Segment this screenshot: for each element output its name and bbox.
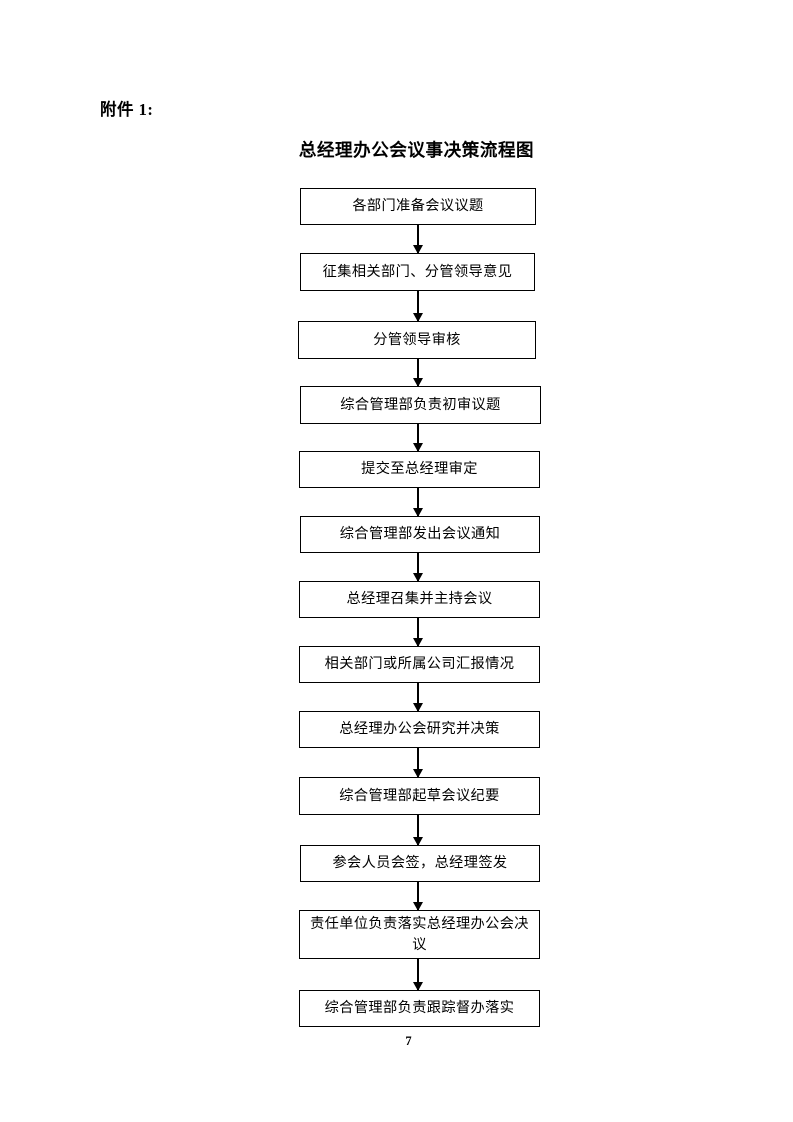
flow-node-7: 总经理召集并主持会议: [299, 581, 540, 618]
arrow-stem: [417, 959, 419, 990]
flow-node-label: 提交至总经理审定: [361, 461, 478, 478]
arrow-stem: [417, 882, 419, 910]
arrow-head-icon: [412, 703, 423, 712]
flow-node-label: 责任单位负责落实总经理办公会决议: [310, 915, 529, 953]
attachment-label: 附件 1:: [100, 100, 154, 119]
flow-node-label: 综合管理部发出会议通知: [339, 526, 501, 543]
arrow-stem: [417, 815, 419, 845]
flow-node-10: 综合管理部起草会议纪要: [299, 777, 540, 815]
arrow-head-icon: [412, 313, 423, 322]
flow-node-9: 总经理办公会研究并决策: [299, 711, 540, 748]
arrow-head-icon: [412, 902, 423, 911]
arrow-stem: [417, 553, 419, 581]
flow-node-label: 分管领导审核: [373, 331, 461, 348]
page-number: 7: [405, 1034, 412, 1048]
flow-node-label: 相关部门或所属公司汇报情况: [324, 656, 515, 673]
arrow-head-icon: [412, 982, 423, 991]
arrow-stem: [417, 683, 419, 711]
flow-node-label: 征集相关部门、分管领导意见: [322, 263, 513, 280]
arrow-stem: [417, 748, 419, 777]
flow-node-4: 综合管理部负责初审议题: [300, 386, 541, 424]
page-title: 总经理办公会议事决策流程图: [298, 140, 535, 160]
flow-node-label: 参会人员会签，总经理签发: [332, 855, 508, 872]
arrow-head-icon: [412, 245, 423, 254]
arrow-stem: [417, 424, 419, 451]
flow-node-11: 参会人员会签，总经理签发: [300, 845, 540, 882]
flow-node-6: 综合管理部发出会议通知: [300, 516, 540, 553]
flow-node-3: 分管领导审核: [298, 321, 536, 359]
flow-node-label: 综合管理部负责跟踪督办落实: [324, 1000, 515, 1017]
arrow-head-icon: [412, 573, 423, 582]
arrow-head-icon: [412, 769, 423, 778]
flow-node-13: 综合管理部负责跟踪督办落实: [299, 990, 540, 1027]
arrow-stem: [417, 225, 419, 253]
flow-node-label: 综合管理部负责初审议题: [340, 396, 501, 413]
flow-node-1: 各部门准备会议议题: [300, 188, 536, 225]
flow-node-label: 总经理办公会研究并决策: [339, 721, 500, 738]
arrow-stem: [417, 618, 419, 646]
flow-node-5: 提交至总经理审定: [299, 451, 540, 488]
flow-node-2: 征集相关部门、分管领导意见: [300, 253, 535, 291]
arrow-stem: [417, 488, 419, 516]
flow-node-label: 各部门准备会议议题: [352, 198, 484, 215]
flow-node-label: 总经理召集并主持会议: [346, 591, 493, 608]
flow-node-label: 综合管理部起草会议纪要: [339, 787, 500, 804]
arrow-stem: [417, 359, 419, 386]
arrow-head-icon: [412, 443, 423, 452]
arrow-stem: [417, 291, 419, 321]
arrow-head-icon: [412, 837, 423, 846]
flow-node-8: 相关部门或所属公司汇报情况: [299, 646, 540, 683]
flow-node-12: 责任单位负责落实总经理办公会决议: [299, 910, 540, 959]
arrow-head-icon: [412, 638, 423, 647]
arrow-head-icon: [412, 378, 423, 387]
arrow-head-icon: [412, 508, 423, 517]
